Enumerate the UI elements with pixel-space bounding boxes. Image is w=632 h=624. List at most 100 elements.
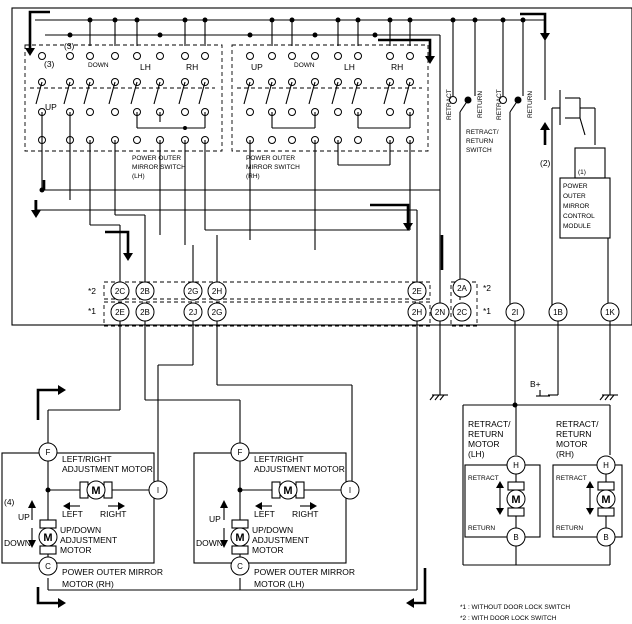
retract-motor-lh: H B M <box>496 455 526 547</box>
motor-lh-title: POWER OUTER MIRROR MOTOR (LH) <box>254 567 357 589</box>
switch-rh-up-label: UP <box>251 62 263 72</box>
retract-motor-rh-retract: RETRACT <box>556 475 587 482</box>
mirror-motor-rh-frame <box>1 452 155 564</box>
svg-text:2A: 2A <box>457 284 467 293</box>
retract-motor-rh-frame <box>552 464 623 538</box>
internal-wiring <box>31 35 609 305</box>
motor-lh-lr-label: LEFT/RIGHT ADJUSTMENT MOTOR <box>254 454 345 474</box>
mirror-motor-rh: F I C M M <box>28 442 168 576</box>
footnote-1: *1 : WITHOUT DOOR LOCK SWITCH <box>460 604 570 611</box>
svg-text:2B: 2B <box>140 287 150 296</box>
retract-motor-rh-return: RETURN <box>556 525 583 532</box>
motor-lh-ud-label: UP/DOWN ADJUSTMENT MOTOR <box>252 525 311 555</box>
callout-2: (2) <box>540 158 551 168</box>
retract-label-b: RETRACT <box>496 89 503 120</box>
callout-3a: (3) <box>44 59 55 69</box>
external-wiring <box>36 235 611 608</box>
switch-lh-up-label: UP <box>45 102 57 112</box>
bplus-label: B+ <box>530 379 541 389</box>
svg-text:H: H <box>603 461 609 470</box>
switch-rh-group <box>231 44 429 152</box>
svg-text:I: I <box>349 486 351 495</box>
retract-motor-lh-label: RETRACT/ RETURN MOTOR (LH) <box>468 419 513 459</box>
switch-rh-lh-label: LH <box>344 62 355 72</box>
retract-motor-lh-frame <box>464 464 541 538</box>
switch-rh-rh-label: RH <box>391 62 403 72</box>
svg-text:2E: 2E <box>412 287 422 296</box>
connector-star2-frame <box>103 281 431 300</box>
retract-motor-lh-return: RETURN <box>468 525 495 532</box>
motor-rh-lr-label: LEFT/RIGHT ADJUSTMENT MOTOR <box>62 454 153 474</box>
footnote-2: *2 : WITH DOOR LOCK SWITCH <box>460 615 557 622</box>
callout-3b: (3) <box>64 41 75 51</box>
svg-text:F: F <box>46 448 51 457</box>
module-label: POWER OUTER MIRROR CONTROL MODULE <box>563 183 596 230</box>
retract-return-switch <box>449 96 522 300</box>
retract-motor-lh-retract: RETRACT <box>468 475 499 482</box>
switch-rh-contacts <box>237 52 422 144</box>
svg-text:M: M <box>43 532 52 544</box>
svg-text:2J: 2J <box>189 308 197 317</box>
retract-label-a: RETRACT <box>446 89 453 120</box>
svg-text:C: C <box>237 562 243 571</box>
svg-text:B: B <box>513 533 518 542</box>
motor-rh-right: RIGHT <box>100 509 126 519</box>
connector-pins-bottom: 2E 2B 2J 2G 2H 2N 2C 2I 1B 1K <box>110 302 620 322</box>
svg-text:2H: 2H <box>212 287 222 296</box>
svg-text:1B: 1B <box>553 308 563 317</box>
retract-motor-rh-label: RETRACT/ RETURN MOTOR (RH) <box>556 419 601 459</box>
svg-text:F: F <box>238 448 243 457</box>
callout-4: (4) <box>4 497 15 507</box>
motor-rh-ud-label: UP/DOWN ADJUSTMENT MOTOR <box>60 525 119 555</box>
callout-1: (1) <box>578 169 586 176</box>
svg-text:H: H <box>513 461 519 470</box>
svg-text:2N: 2N <box>435 308 445 317</box>
switch-rh-down-label: DOWN <box>294 62 315 69</box>
switch-lh-down-label: DOWN <box>88 62 109 69</box>
motor-lh-up: UP <box>209 514 221 524</box>
svg-text:2G: 2G <box>212 308 223 317</box>
module-transistor <box>540 90 596 145</box>
svg-text:M: M <box>91 485 100 497</box>
switch-lh-contacts <box>30 52 215 144</box>
motor-rh-down: DOWN <box>4 538 31 548</box>
svg-text:M: M <box>283 485 292 497</box>
return-label-b: RETURN <box>527 91 534 118</box>
mirror-motor-lh-frame <box>193 452 347 564</box>
switch-lh-rh-label: RH <box>186 62 198 72</box>
motor-lh-down: DOWN <box>196 538 223 548</box>
switch-rh-label: POWER OUTER MIRROR SWITCH (RH) <box>246 155 302 180</box>
top-bus <box>35 17 546 100</box>
svg-text:B: B <box>603 533 608 542</box>
svg-text:I: I <box>157 486 159 495</box>
connector-pins-top: 2C 2B 2G 2H 2E 2A <box>110 278 472 301</box>
return-label-a: RETURN <box>477 91 484 118</box>
motor-rh-left: LEFT <box>62 509 83 519</box>
svg-text:2G: 2G <box>188 287 199 296</box>
motor-rh-up: UP <box>18 512 30 522</box>
svg-text:2B: 2B <box>140 308 150 317</box>
svg-text:M: M <box>601 494 610 506</box>
ground-symbols <box>429 394 618 401</box>
switch-lh-label: POWER OUTER MIRROR SWITCH (LH) <box>132 155 188 180</box>
mirror-switch-unit-frame <box>11 7 632 326</box>
svg-text:*1: *1 <box>483 306 491 316</box>
switch-lh-lh-label: LH <box>140 62 151 72</box>
svg-text:2E: 2E <box>115 308 125 317</box>
svg-text:2C: 2C <box>115 287 125 296</box>
svg-text:2I: 2I <box>512 308 519 317</box>
svg-text:*2: *2 <box>483 283 491 293</box>
row-star2-label: *2 <box>88 286 96 296</box>
svg-text:1K: 1K <box>605 308 615 317</box>
svg-text:2C: 2C <box>457 308 467 317</box>
retract-switch-label: RETRACT/ RETURN SWITCH <box>466 129 500 154</box>
motor-rh-title: POWER OUTER MIRROR MOTOR (RH) <box>62 567 165 589</box>
svg-text:M: M <box>235 532 244 544</box>
connector-star1-frame <box>103 301 431 327</box>
svg-text:C: C <box>45 562 51 571</box>
switch-lh-group <box>24 44 223 152</box>
motor-lh-right: RIGHT <box>292 509 318 519</box>
retract-motor-rh: H B M <box>586 455 616 547</box>
mirror-motor-lh: F I C M M <box>220 442 360 576</box>
